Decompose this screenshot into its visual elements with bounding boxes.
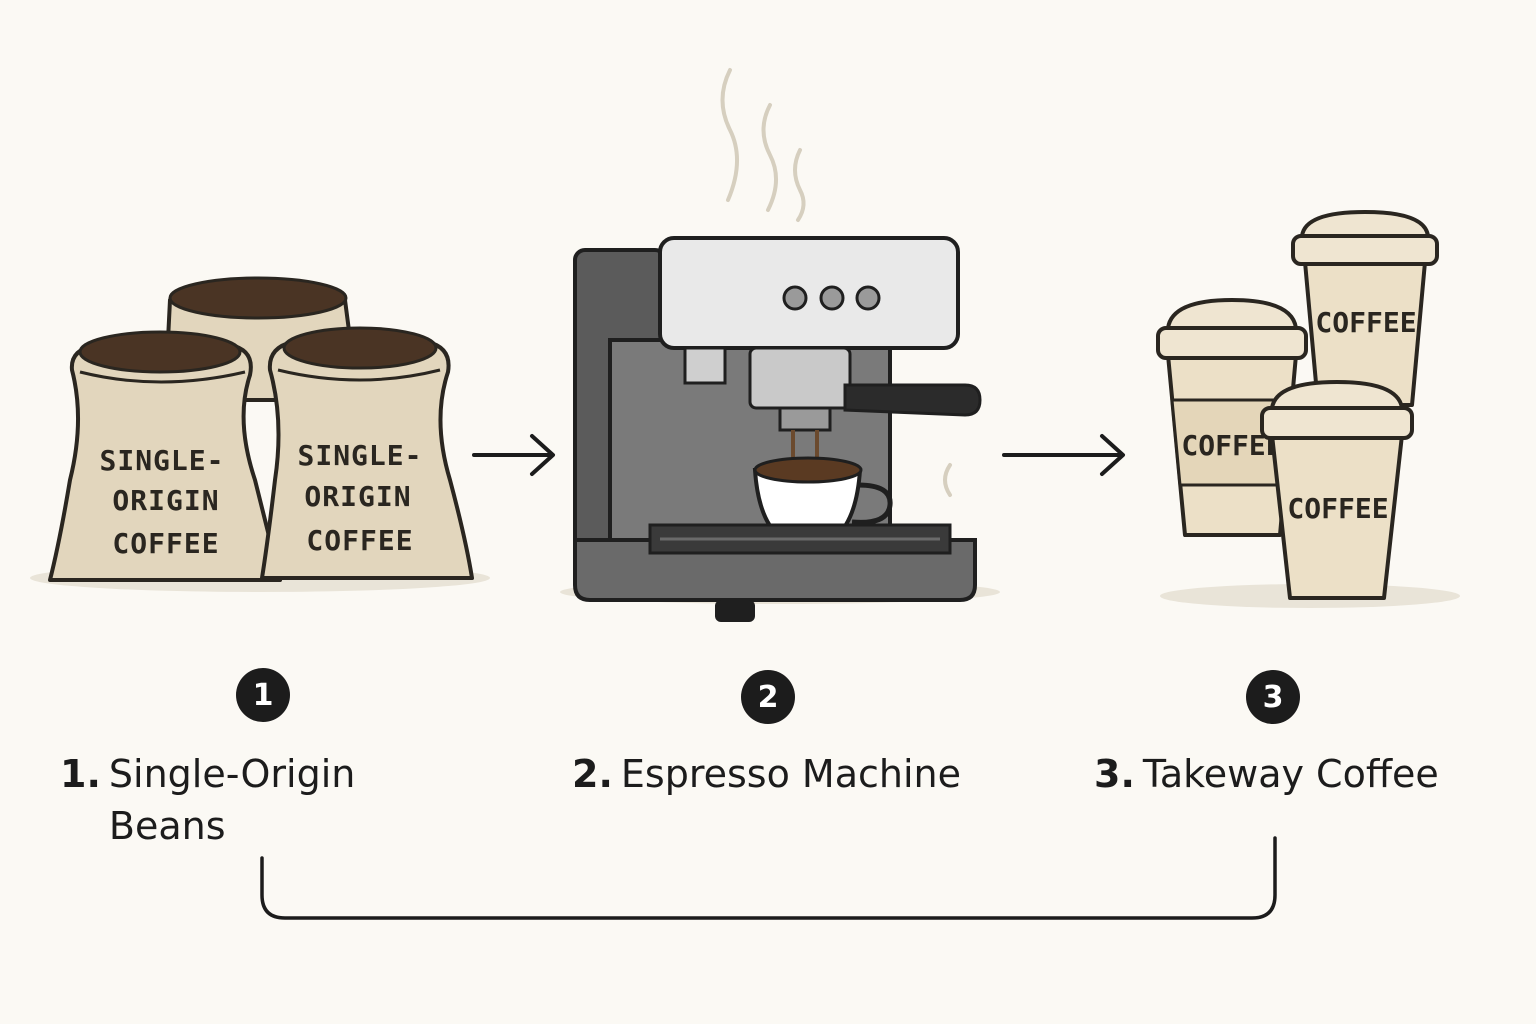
sack-text-line: COFFEE [306, 524, 413, 557]
step-label-number: 3. [1094, 752, 1135, 796]
cup-label: COFFEE [1315, 306, 1416, 339]
arrow-right-icon [1002, 434, 1125, 476]
coffee-sacks-illustration: SINGLE- ORIGIN COFFEE SINGLE- ORIGIN COF… [30, 276, 490, 592]
step-label: 3.Takeway Coffee [1094, 748, 1439, 800]
step-badge: 3 [1246, 670, 1300, 724]
sack-text-line: ORIGIN [304, 480, 411, 513]
sack-text-line: SINGLE- [297, 439, 422, 472]
coffee-sack-icon: SINGLE- ORIGIN COFFEE [48, 330, 282, 582]
step-label-text: Espresso Machine [620, 752, 961, 796]
step-label-text: Single-Origin Beans [108, 752, 356, 848]
step-badge: 2 [741, 670, 795, 724]
espresso-machine-icon [560, 68, 1000, 622]
step-label-number: 1. [60, 752, 101, 796]
arrow-right-icon [472, 434, 555, 476]
steam-icon [720, 68, 952, 497]
sack-text-line: COFFEE [112, 527, 219, 560]
takeaway-cup-icon: COFFEE [1156, 297, 1308, 537]
bracket-connector [260, 836, 1277, 920]
cup-label: COFFEE [1287, 492, 1388, 525]
takeaway-cup-icon: COFFEE [1260, 379, 1414, 600]
step-badge: 1 [236, 668, 290, 722]
takeaway-cups-illustration: COFFEE COFFEE COFFEE [1156, 209, 1460, 608]
coffee-sack-icon: SINGLE- ORIGIN COFFEE [260, 326, 474, 580]
takeaway-cup-icon: COFFEE [1291, 209, 1439, 407]
step-label-number: 2. [572, 752, 613, 796]
step-label: 1.Single-Origin Beans [60, 748, 409, 852]
sack-text-line: ORIGIN [112, 484, 219, 517]
step-label-text: Takeway Coffee [1142, 752, 1439, 796]
sack-text-line: SINGLE- [99, 444, 224, 477]
step-label: 2.Espresso Machine [572, 748, 961, 800]
